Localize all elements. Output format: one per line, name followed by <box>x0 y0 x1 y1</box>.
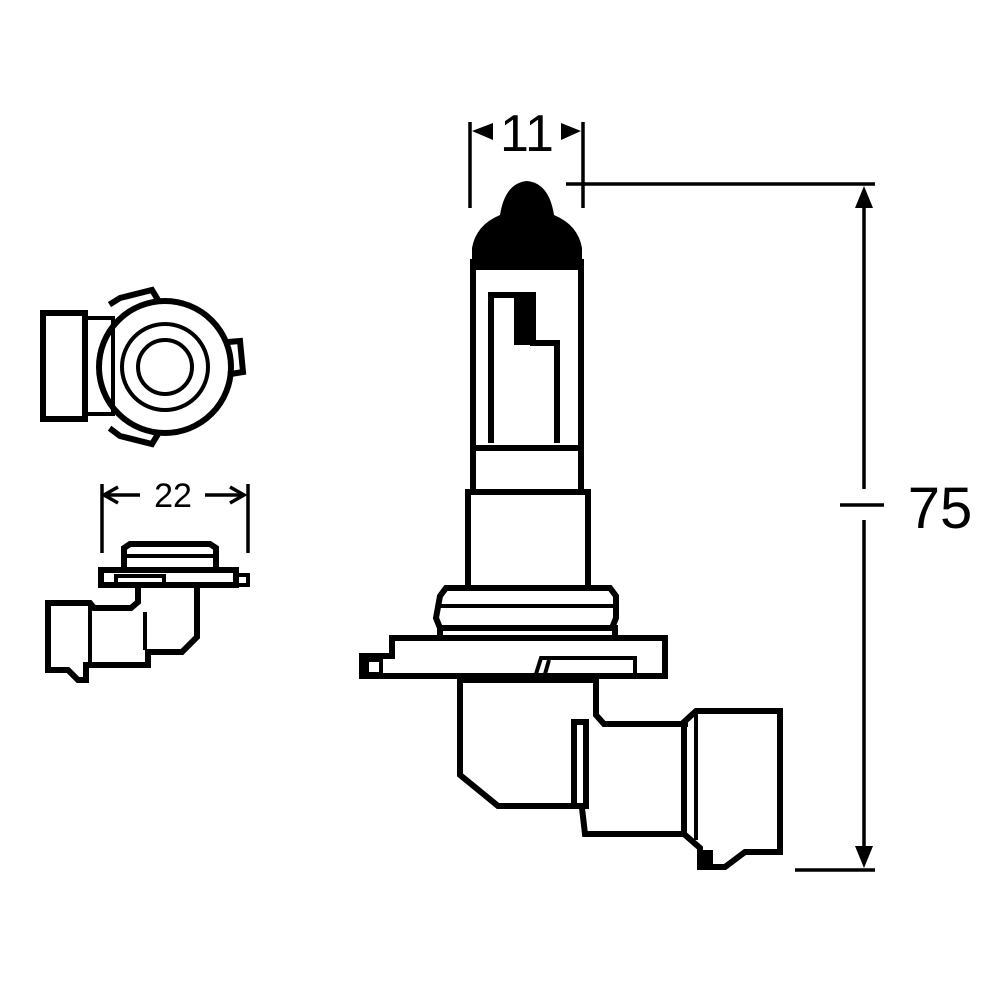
dim-11-left-arrow-icon <box>472 123 493 140</box>
main-side-view: 11 75 <box>359 105 973 872</box>
end-view-outer-ring <box>96 298 234 436</box>
capsule-lower-band <box>470 445 584 495</box>
end-view <box>40 286 247 448</box>
connector-body-left <box>457 675 581 809</box>
base-collar <box>432 585 619 631</box>
dim-22-left-arrow-icon <box>100 485 119 505</box>
connector-body-bottom <box>578 804 687 837</box>
small-body <box>45 582 200 683</box>
small-cap <box>121 541 219 573</box>
end-view-bottom-tab <box>107 425 163 448</box>
small-flange-tab <box>234 573 250 587</box>
end-view-inner-ring <box>136 338 194 396</box>
plug-latch <box>700 850 713 865</box>
flange-slot <box>534 656 637 675</box>
dim-75-label: 75 <box>908 476 973 541</box>
dim-11-right-arrow-icon <box>561 123 581 140</box>
flange-slot-divider <box>543 659 551 675</box>
connector-rib <box>571 719 589 809</box>
dim-22-label: 22 <box>154 477 192 515</box>
small-side-view: 22 <box>45 477 250 683</box>
dim-75-bottom-arrow-icon <box>855 846 873 868</box>
dim-75-top-arrow-icon <box>855 186 873 208</box>
flange-left-tab <box>365 658 383 676</box>
filament-shield <box>514 293 536 345</box>
end-view-right-tab <box>224 337 247 378</box>
base-flange <box>359 635 668 679</box>
plug-housing <box>679 708 783 870</box>
dim-11-label: 11 <box>500 105 554 163</box>
base-neck <box>465 489 591 591</box>
end-view-connector-neck <box>83 316 115 416</box>
dim-22-right-arrow-icon <box>229 485 248 505</box>
end-view-top-tab <box>107 286 163 308</box>
end-view-middle-ring <box>120 322 210 412</box>
capsule-black-tip <box>472 181 582 270</box>
connector-body-top <box>593 675 688 727</box>
end-view-connector <box>40 310 88 422</box>
